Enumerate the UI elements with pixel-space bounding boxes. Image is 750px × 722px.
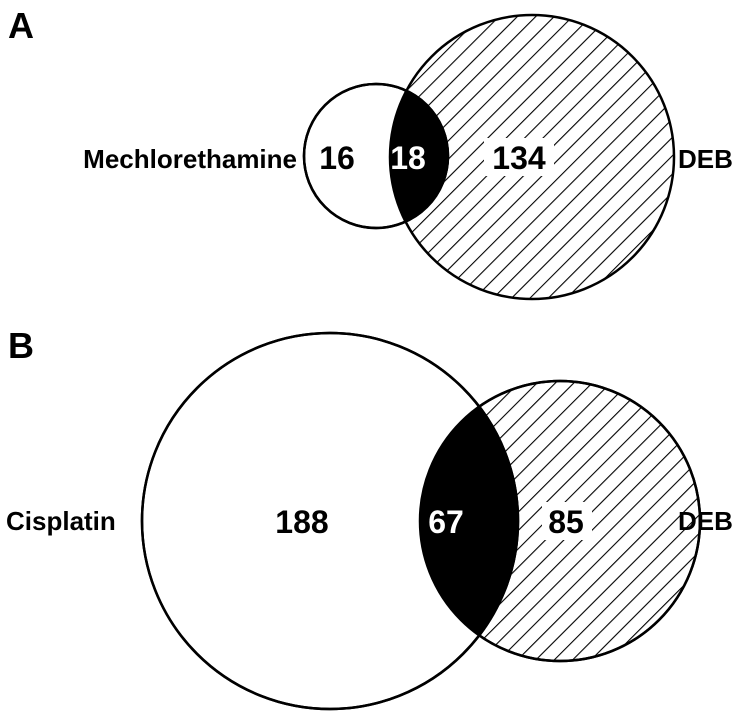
- panel-b-letter: B: [8, 325, 34, 366]
- count-bg-b-right: [542, 502, 592, 540]
- set-label-cisplatin: Cisplatin: [6, 506, 116, 536]
- count-a-right-only: 134: [492, 140, 546, 176]
- count-b-overlap: 67: [428, 504, 464, 540]
- deb-outline-b: [418, 379, 702, 663]
- set-label-deb-b: DEB: [678, 506, 733, 536]
- count-a-overlap: 18: [390, 140, 426, 176]
- mechlorethamine-outline: [302, 82, 450, 230]
- cisplatin-outline: [140, 331, 520, 711]
- count-a-left-only: 16: [319, 140, 355, 176]
- set-label-mechlorethamine: Mechlorethamine: [83, 144, 297, 174]
- panel-a-letter: A: [8, 5, 34, 46]
- panel-b: B Cisplatin DEB 188 67 85: [6, 325, 733, 711]
- panel-a: A Mechlorethamine DEB 16 18 134: [8, 5, 733, 301]
- count-b-right-only: 85: [548, 504, 584, 540]
- count-bg-a-left: [314, 138, 360, 176]
- set-label-deb-a: DEB: [678, 144, 733, 174]
- overlap-region-b: [420, 381, 518, 661]
- count-bg-a-right: [484, 138, 554, 176]
- count-b-left-only: 188: [275, 504, 328, 540]
